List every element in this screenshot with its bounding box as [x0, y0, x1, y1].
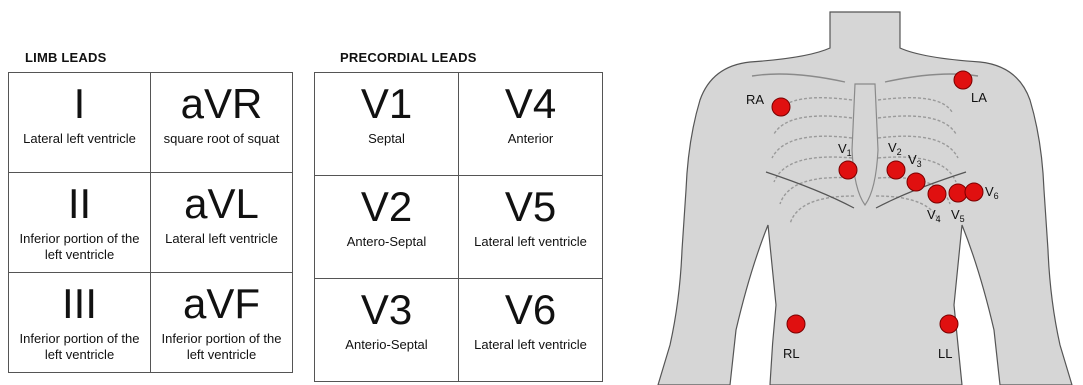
lead-description: square root of squat: [151, 131, 292, 147]
lead-description: Lateral left ventricle: [151, 231, 292, 247]
lead-name: aVR: [151, 81, 292, 127]
torso-electrode-diagram: RA LA V1 V2 V3 V4 V5 V6 RL LL: [640, 0, 1083, 385]
lead-description: Inferior portion of the left ventricle: [9, 331, 150, 363]
electrode-v6-dot: [965, 183, 983, 201]
electrode-ra-dot: [772, 98, 790, 116]
lead-cell-v3: V3 Anterio-Septal: [315, 279, 459, 382]
electrode-v2-dot: [887, 161, 905, 179]
electrode-rl-label: RL: [783, 346, 800, 361]
lead-cell-ii: II Inferior portion of the left ventricl…: [9, 173, 151, 273]
lead-cell-v1: V1 Septal: [315, 73, 459, 176]
lead-description: Lateral left ventricle: [9, 131, 150, 147]
lead-description: Lateral left ventricle: [459, 337, 602, 353]
precordial-leads-title: PRECORDIAL LEADS: [340, 50, 477, 65]
lead-cell-v6: V6 Lateral left ventricle: [459, 279, 603, 382]
electrode-v3-dot: [907, 173, 925, 191]
lead-description: Inferior portion of the left ventricle: [151, 331, 292, 363]
lead-cell-i: I Lateral left ventricle: [9, 73, 151, 173]
electrode-rl-dot: [787, 315, 805, 333]
lead-name: V6: [459, 287, 602, 333]
lead-name: V4: [459, 81, 602, 127]
lead-cell-v5: V5 Lateral left ventricle: [459, 176, 603, 279]
lead-description: Inferior portion of the left ventricle: [9, 231, 150, 263]
electrode-v1-dot: [839, 161, 857, 179]
lead-description: Anterior: [459, 131, 602, 147]
lead-name: V1: [315, 81, 458, 127]
electrode-ll-label: LL: [938, 346, 952, 361]
electrode-v4-dot: [928, 185, 946, 203]
lead-cell-v4: V4 Anterior: [459, 73, 603, 176]
lead-description: Septal: [315, 131, 458, 147]
electrode-la-dot: [954, 71, 972, 89]
lead-name: V2: [315, 184, 458, 230]
precordial-leads-table: V1 Septal V4 Anterior V2 Antero-Septal V…: [314, 72, 603, 382]
lead-name: aVL: [151, 181, 292, 227]
lead-name: V5: [459, 184, 602, 230]
lead-name: III: [9, 281, 150, 327]
lead-description: Anterio-Septal: [315, 337, 458, 353]
lead-name: V3: [315, 287, 458, 333]
limb-leads-table: I Lateral left ventricle aVR square root…: [8, 72, 293, 373]
lead-name: aVF: [151, 281, 292, 327]
lead-cell-iii: III Inferior portion of the left ventric…: [9, 273, 151, 373]
lead-cell-v2: V2 Antero-Septal: [315, 176, 459, 279]
torso-silhouette: [658, 12, 1072, 385]
electrode-v5-dot: [949, 184, 967, 202]
electrode-ra-label: RA: [746, 92, 764, 107]
lead-name: II: [9, 181, 150, 227]
electrode-ll-dot: [940, 315, 958, 333]
lead-description: Antero-Septal: [315, 234, 458, 250]
electrode-la-label: LA: [971, 90, 987, 105]
lead-name: I: [9, 81, 150, 127]
lead-cell-avl: aVL Lateral left ventricle: [151, 173, 293, 273]
limb-leads-title: LIMB LEADS: [25, 50, 106, 65]
lead-description: Lateral left ventricle: [459, 234, 602, 250]
lead-cell-avf: aVF Inferior portion of the left ventric…: [151, 273, 293, 373]
lead-cell-avr: aVR square root of squat: [151, 73, 293, 173]
